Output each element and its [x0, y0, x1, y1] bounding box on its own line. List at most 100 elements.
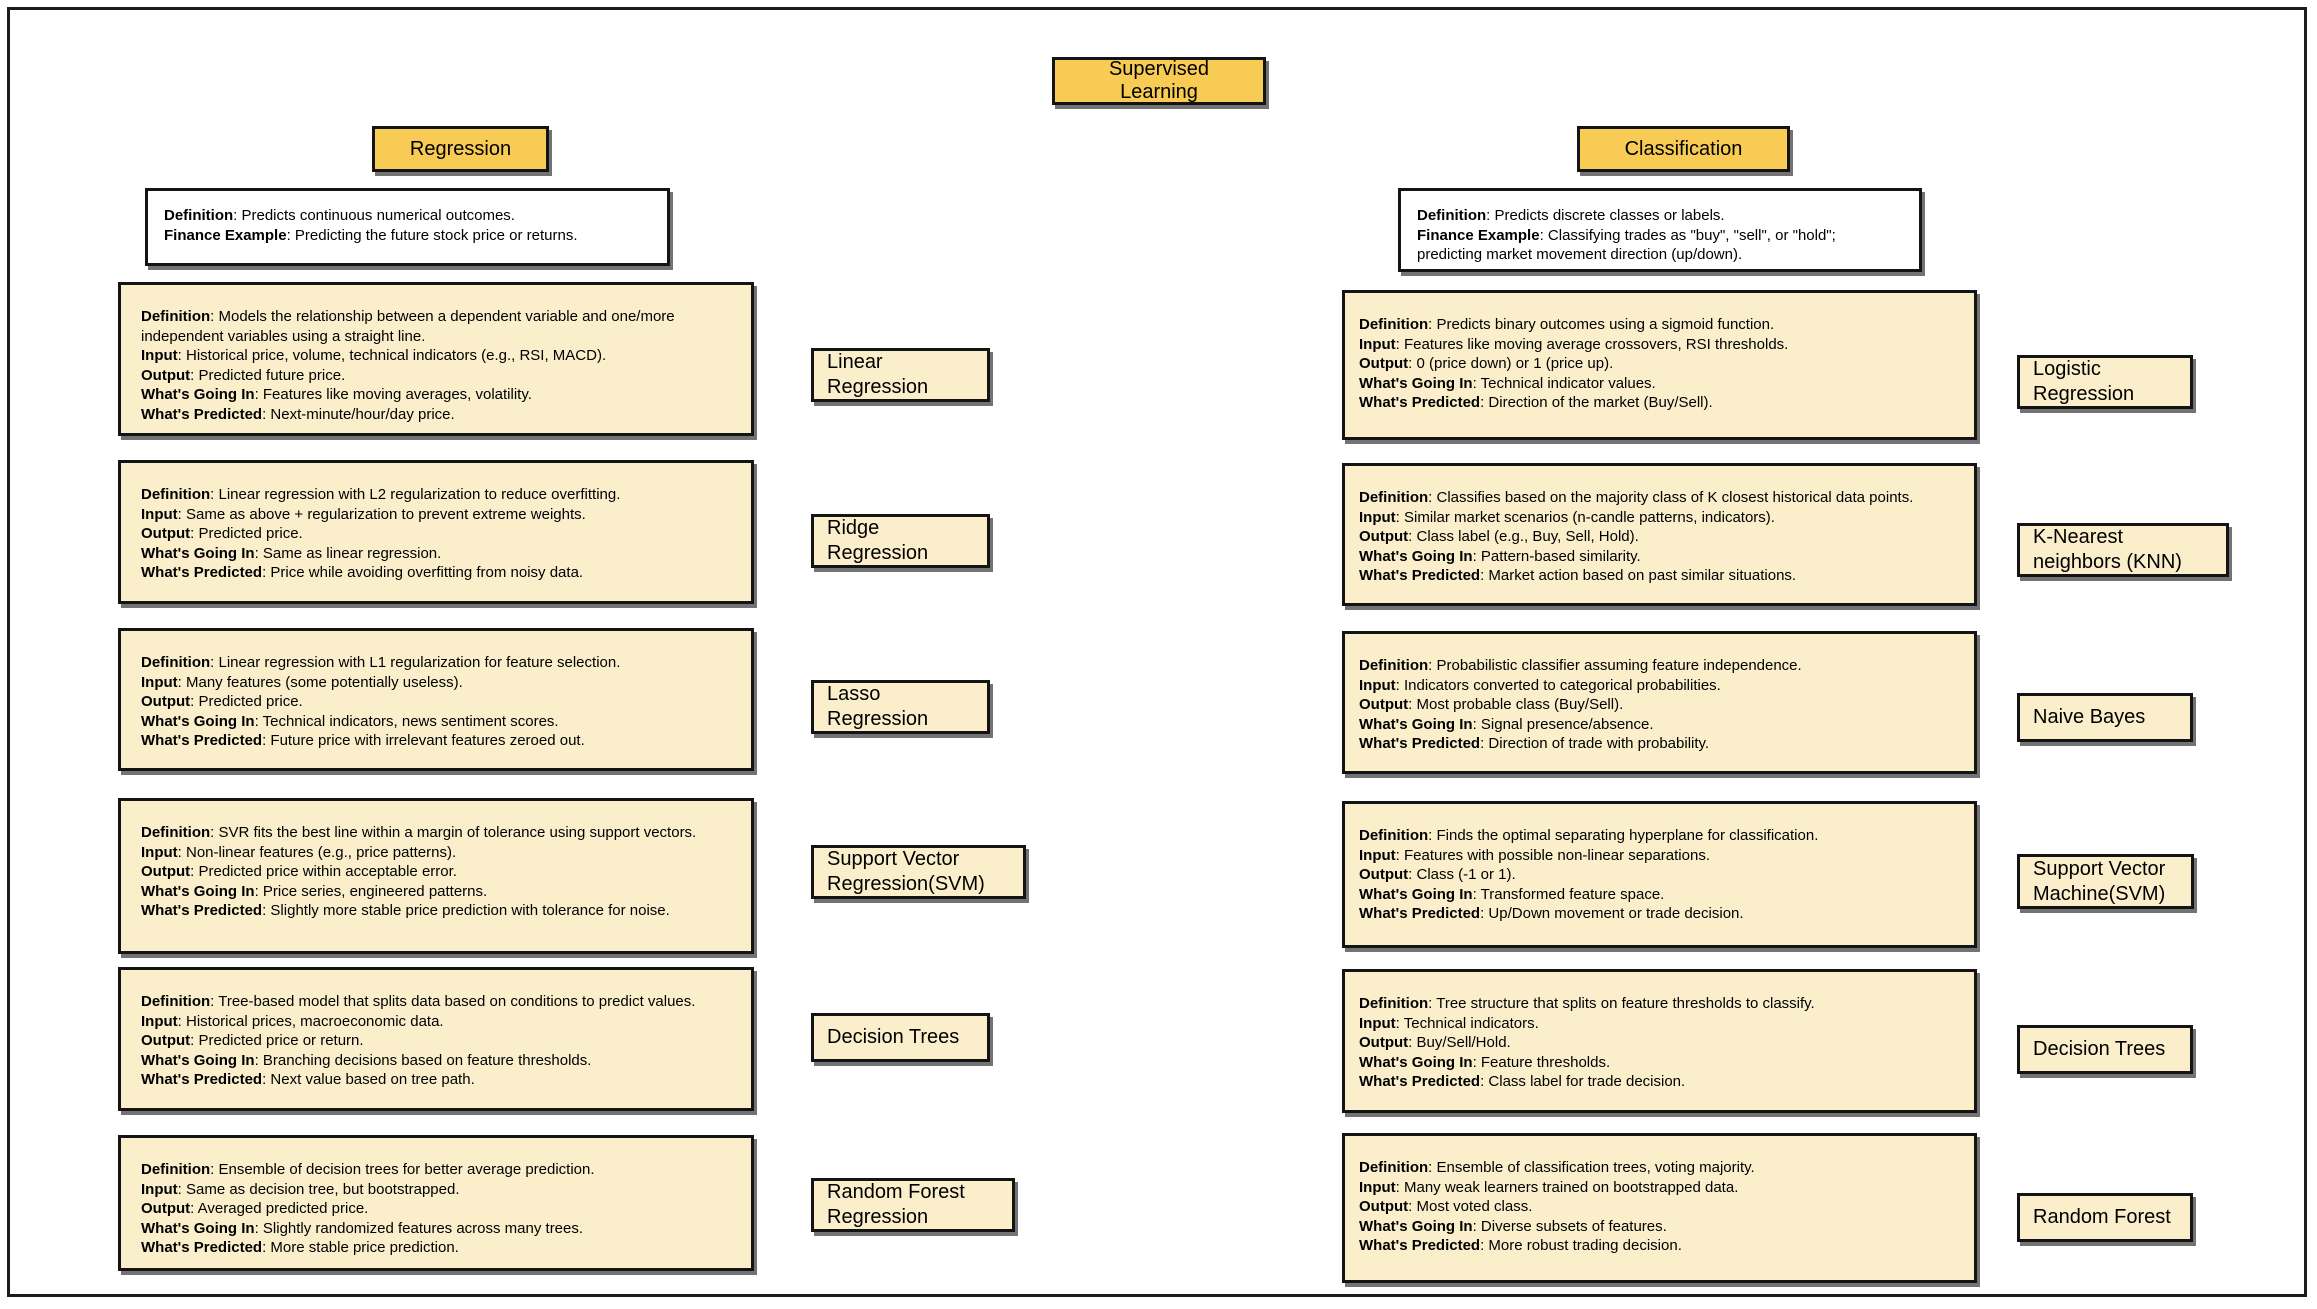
field-label: Output — [1359, 866, 1409, 884]
field-line: Finance Example: Predicting the future s… — [164, 226, 651, 246]
algorithm-detail-box: Definition: Predicts binary outcomes usi… — [1342, 290, 1977, 440]
branch-header-label: Regression — [409, 137, 512, 160]
field-label: Output — [1359, 528, 1409, 546]
field-text: : Transformed feature space. — [1472, 885, 1665, 903]
algorithm-label-box: Random Forest Regression — [811, 1178, 1015, 1232]
field-label: What's Predicted — [141, 1071, 263, 1089]
field-label: What's Predicted — [1359, 394, 1481, 412]
field-line: Input: Historical price, volume, technic… — [141, 346, 731, 366]
field-line: What's Predicted: Next value based on tr… — [141, 1070, 731, 1090]
branch-header-regression: Regression — [372, 126, 549, 172]
field-label: Output — [141, 1200, 191, 1218]
algorithm-label-box: Support Vector Machine(SVM) — [2017, 854, 2194, 909]
field-line: Definition: Linear regression with L1 re… — [141, 653, 731, 673]
field-line: What's Going In: Features like moving av… — [141, 385, 731, 405]
field-text: : Predicting the future stock price or r… — [286, 226, 578, 244]
field-label: Input — [141, 1012, 178, 1030]
field-text: : Historical prices, macroeconomic data. — [177, 1012, 444, 1030]
field-text: : Most voted class. — [1408, 1198, 1533, 1216]
field-text: : Many weak learners trained on bootstra… — [1395, 1178, 1739, 1196]
root-node-label: Supervised Learning — [1108, 58, 1210, 103]
field-line: What's Predicted: Direction of trade wit… — [1359, 734, 1960, 754]
field-text: : Non-linear features (e.g., price patte… — [177, 843, 457, 861]
algorithm-detail-box: Definition: Classifies based on the majo… — [1342, 463, 1977, 606]
field-line: What's Going In: Slightly randomized fea… — [141, 1219, 731, 1239]
field-label: Definition — [1359, 316, 1429, 333]
field-text: : Classifying trades as "buy", "sell", o… — [1417, 226, 1836, 264]
algorithm-label-box: Ridge Regression — [811, 514, 990, 568]
field-text: : Linear regression with L1 regularizati… — [210, 654, 621, 671]
field-label: What's Going In — [1359, 374, 1473, 392]
field-label: Input — [141, 1180, 178, 1198]
field-text: : Features with possible non-linear sepa… — [1395, 846, 1710, 864]
field-line: What's Going In: Pattern-based similarit… — [1359, 547, 1960, 567]
field-line: What's Going In: Signal presence/absence… — [1359, 715, 1960, 735]
field-line: Definition: SVR fits the best line withi… — [141, 823, 731, 843]
field-label: What's Predicted — [141, 564, 263, 582]
field-text: : Same as linear regression. — [254, 544, 442, 562]
field-label: What's Going In — [1359, 715, 1473, 733]
field-text: : Tree structure that splits on feature … — [1428, 995, 1815, 1012]
field-text: : Many features (some potentially useles… — [177, 673, 463, 691]
field-line: Definition: Finds the optimal separating… — [1359, 826, 1960, 846]
field-label: Input — [1359, 335, 1396, 353]
field-label: Output — [141, 366, 191, 384]
field-label: Input — [141, 347, 178, 365]
field-text: : Models the relationship between a depe… — [141, 308, 675, 345]
field-text: : Price while avoiding overfitting from … — [262, 564, 584, 582]
field-label: Output — [1359, 1034, 1409, 1052]
field-label: Definition — [1417, 207, 1487, 224]
field-line: What's Going In: Technical indicator val… — [1359, 374, 1960, 394]
field-text: : Slightly more stable price prediction … — [262, 902, 670, 920]
field-line: Definition: Tree structure that splits o… — [1359, 994, 1960, 1014]
field-label: Input — [1359, 846, 1396, 864]
field-label: Definition — [141, 654, 211, 671]
field-text: : Classifies based on the majority class… — [1428, 489, 1914, 506]
field-line: Input: Indicators converted to categoric… — [1359, 676, 1960, 696]
field-text: : Ensemble of classification trees, voti… — [1428, 1159, 1755, 1176]
algorithm-detail-box: Definition: Probabilistic classifier ass… — [1342, 631, 1977, 774]
field-line: What's Predicted: Next-minute/hour/day p… — [141, 405, 731, 425]
field-line: Definition: Linear regression with L2 re… — [141, 485, 731, 505]
field-line: Definition: Tree-based model that splits… — [141, 992, 731, 1012]
field-line: What's Predicted: Future price with irre… — [141, 731, 731, 751]
field-text: : Direction of the market (Buy/Sell). — [1480, 394, 1713, 412]
field-label: What's Going In — [141, 882, 255, 900]
field-text: : Linear regression with L2 regularizati… — [210, 486, 621, 503]
algorithm-detail-box: Definition: SVR fits the best line withi… — [118, 798, 754, 954]
field-text: : Finds the optimal separating hyperplan… — [1428, 827, 1819, 844]
field-line: What's Going In: Technical indicators, n… — [141, 712, 731, 732]
field-label: Output — [141, 863, 191, 881]
field-text: : Technical indicator values. — [1472, 374, 1656, 392]
field-line: Output: Predicted price within acceptabl… — [141, 862, 731, 882]
field-label: What's Predicted — [1359, 567, 1481, 585]
field-label: Output — [1359, 696, 1409, 714]
field-line: Input: Many weak learners trained on boo… — [1359, 1178, 1960, 1198]
algorithm-detail-box: Definition: Tree structure that splits o… — [1342, 969, 1977, 1113]
field-label: Output — [1359, 355, 1409, 373]
field-text: : Class (-1 or 1). — [1408, 866, 1516, 884]
field-line: Definition: Classifies based on the majo… — [1359, 488, 1960, 508]
field-label: Input — [141, 673, 178, 691]
field-label: What's Going In — [1359, 1217, 1473, 1235]
algorithm-name: Decision Trees — [827, 1026, 960, 1048]
field-text: : Predicted price. — [190, 525, 303, 543]
field-line: Input: Historical prices, macroeconomic … — [141, 1012, 731, 1032]
field-label: What's Going In — [141, 544, 255, 562]
algorithm-name: Linear Regression — [827, 351, 929, 398]
field-text: : Ensemble of decision trees for better … — [210, 1161, 595, 1178]
field-label: What's Predicted — [1359, 905, 1481, 923]
field-label: Definition — [164, 207, 234, 224]
field-line: Output: Class (-1 or 1). — [1359, 865, 1960, 885]
algorithm-detail-box: Definition: Ensemble of classification t… — [1342, 1133, 1977, 1283]
field-label: Definition — [1359, 995, 1429, 1012]
algorithm-detail-box: Definition: Models the relationship betw… — [118, 282, 754, 436]
field-line: Input: Features like moving average cros… — [1359, 335, 1960, 355]
field-label: Output — [1359, 1198, 1409, 1216]
field-line: Output: 0 (price down) or 1 (price up). — [1359, 354, 1960, 374]
field-label: What's Going In — [141, 386, 255, 404]
field-line: Definition: Ensemble of decision trees f… — [141, 1160, 731, 1180]
field-label: Definition — [141, 824, 211, 841]
field-line: Output: Class label (e.g., Buy, Sell, Ho… — [1359, 527, 1960, 547]
